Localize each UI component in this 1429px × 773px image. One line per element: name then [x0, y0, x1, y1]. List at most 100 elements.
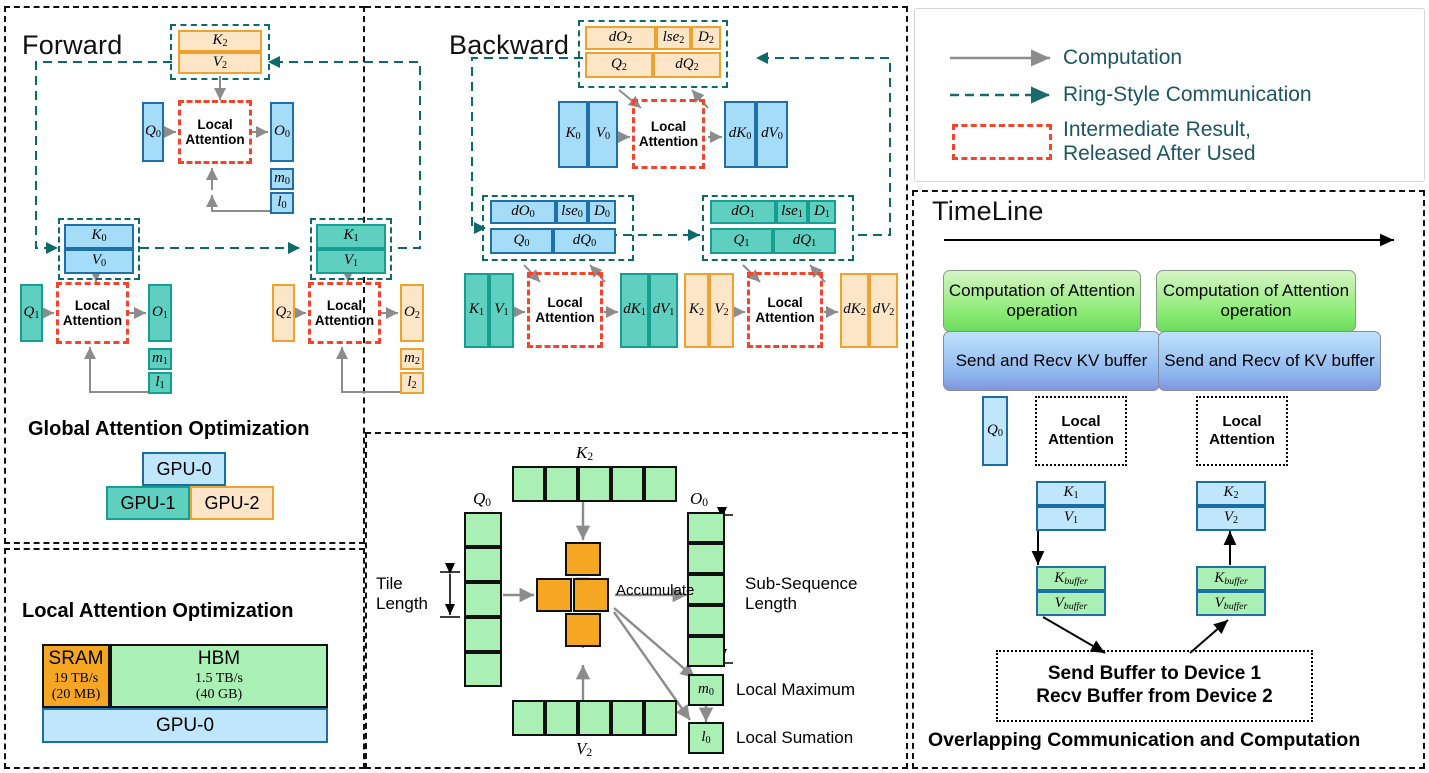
- forward-v2-block: V2: [178, 52, 262, 74]
- forward-v0-block: V0: [64, 249, 134, 274]
- timeline-v1-block: V1: [1036, 506, 1106, 531]
- backward-title: Backward: [449, 30, 570, 60]
- subsequence-length-label: Sub-Sequence Length: [745, 574, 857, 613]
- forward-l1-block: l1: [148, 372, 172, 394]
- tile-l0-block: l0: [688, 722, 724, 754]
- tile-o0-label: O0: [690, 489, 709, 510]
- dV0-label: dV0: [761, 125, 783, 143]
- q0-label: Q0: [145, 122, 161, 140]
- tile-q-cell: [464, 582, 502, 617]
- tile-k-cell: [578, 466, 611, 502]
- local-sumation-label: Local Sumation: [736, 728, 854, 747]
- tile-l0-label: l0: [701, 728, 711, 746]
- timeline-v2-label: V2: [1223, 509, 1239, 527]
- backward-dO1-block: dO1: [710, 200, 776, 224]
- gpu0-label: GPU-0: [156, 458, 212, 479]
- tile-o-cell: [687, 543, 725, 574]
- sram-name: SRAM: [48, 648, 104, 670]
- v2-label: V2: [212, 53, 228, 71]
- m1-label: m1: [152, 349, 168, 367]
- D0-label: D0: [594, 202, 610, 220]
- m2-label: m2: [404, 349, 420, 367]
- timeline-bar-label: Send and Recv KV buffer: [955, 350, 1148, 370]
- memory-gpu0-label: GPU-0: [155, 714, 215, 736]
- tile-k-cell: [644, 466, 677, 502]
- hbm-name: HBM: [197, 648, 241, 670]
- backward-v2-block: V2: [709, 273, 734, 348]
- D1-label: D1: [814, 202, 830, 220]
- tile-compute-top: [565, 542, 601, 576]
- tile-compute-bottom: [565, 613, 601, 647]
- tile-q-cell: [464, 652, 502, 687]
- forward-k2-block: K2: [178, 30, 262, 52]
- gpu0-block: GPU-0: [142, 452, 226, 486]
- forward-k0-block: K0: [64, 224, 134, 249]
- backward-Q1-block: Q1: [710, 228, 773, 254]
- forward-l2-block: l2: [400, 372, 424, 394]
- local-maximum-label: Local Maximum: [736, 680, 856, 699]
- tile-length-line1: Tile: [376, 574, 403, 593]
- hbm-block: HBM 1.5 TB/s (40 GB): [110, 644, 328, 708]
- v0-label: V0: [595, 125, 611, 143]
- tile-length-line2: Length: [376, 593, 428, 613]
- tile-q0-label: Q0: [473, 489, 492, 510]
- tile-v-cell: [512, 700, 545, 736]
- tile-k-cell: [611, 466, 644, 502]
- tile-v-cell: [644, 700, 677, 736]
- subseq-line2: Length: [745, 593, 797, 613]
- timeline-k1-block: K1: [1036, 481, 1106, 506]
- k0-label: K0: [565, 125, 581, 143]
- tile-m0-block: m0: [688, 674, 724, 706]
- Q0-label: Q0: [513, 231, 530, 249]
- dK1-label: dK1: [623, 301, 646, 319]
- timeline-q0-block: Q0: [982, 396, 1008, 466]
- legend-label-computation: Computation: [1063, 46, 1183, 69]
- tile-k2-label: K2: [576, 443, 594, 464]
- lse2-label: lse2: [662, 28, 685, 46]
- accumulate-label: Accumulate: [616, 582, 695, 599]
- Q2-label: Q2: [611, 55, 627, 73]
- hbm-text: HBM 1.5 TB/s (40 GB): [195, 648, 243, 703]
- k2-label: K2: [688, 301, 705, 319]
- global-attention-caption: Global Attention Optimization: [28, 418, 310, 440]
- kbuffer-label: Kbuffer: [1054, 569, 1088, 587]
- backward-k0-block: K0: [558, 101, 588, 168]
- send-recv-text: Send Buffer to Device 1 Recv Buffer from…: [1036, 663, 1273, 709]
- timeline-v2-block: V2: [1196, 506, 1266, 531]
- tile-v-cell: [611, 700, 644, 736]
- k2-label: K2: [212, 31, 228, 49]
- tile-length-label: Tile Length: [376, 574, 428, 613]
- timeline-k2-label: K2: [1223, 484, 1239, 502]
- local-attention-caption: Local Attention Optimization: [22, 600, 294, 622]
- forward-q2-block: Q2: [272, 284, 295, 342]
- tile-k-cell: [512, 466, 545, 502]
- backward-D0-block: D0: [588, 200, 616, 224]
- dO1-label: dO1: [731, 202, 755, 220]
- vbuffer-label: Vbuffer: [1214, 594, 1248, 612]
- dQ1-label: dQ1: [792, 231, 817, 249]
- send-recv-line1: Send Buffer to Device 1: [1047, 663, 1262, 685]
- timeline-kbuffer-block-1: Kbuffer: [1036, 566, 1106, 591]
- l0-label: l0: [277, 193, 287, 211]
- dQ0-label: dQ0: [572, 231, 597, 249]
- forward-l0-block: l0: [270, 192, 294, 214]
- forward-m0-block: m0: [270, 168, 294, 190]
- forward-kv1-group: [310, 218, 392, 280]
- backward-dQ0-block: dQ0: [553, 228, 616, 254]
- backward-lse2-block: lse2: [656, 26, 691, 50]
- tile-v-cell: [578, 700, 611, 736]
- lse1-label: lse1: [781, 202, 803, 220]
- sram-capacity: (20 MB): [51, 687, 101, 703]
- dQ2-label: dQ2: [675, 55, 699, 73]
- sram-text: SRAM 19 TB/s (20 MB): [49, 648, 104, 703]
- dV2-label: dV2: [872, 301, 895, 319]
- tile-q-cell: [464, 512, 502, 547]
